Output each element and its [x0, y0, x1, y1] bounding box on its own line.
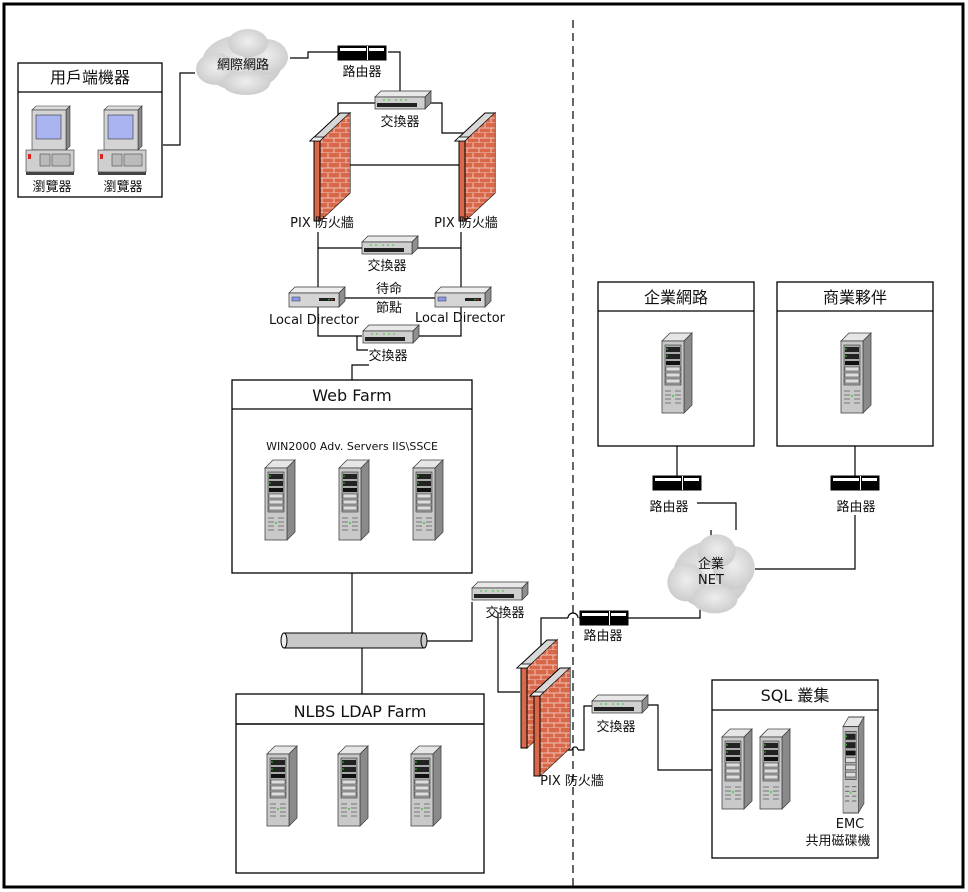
switch-mid-label: 交換器	[367, 258, 406, 274]
server-icon	[661, 332, 693, 414]
director-right-label: Local Director	[415, 311, 506, 326]
client-pc-icon	[25, 105, 75, 176]
sql-cluster-group: SQL 叢集 EMC 共用磁碟機	[711, 679, 879, 859]
router-icon	[337, 45, 387, 61]
server-icon	[264, 459, 296, 541]
switch-icon	[362, 324, 420, 344]
ldap-farm-title: NLBS LDAP Farm	[294, 702, 427, 721]
server-icon	[266, 745, 298, 827]
server-icon	[412, 459, 444, 541]
router-enterprise-label: 路由器	[649, 499, 688, 515]
ldap-farm-group: NLBS LDAP Farm	[235, 693, 485, 874]
server-icon	[840, 332, 872, 414]
server-icon	[721, 728, 753, 810]
web-farm-subtitle: WIN2000 Adv. Servers IIS\SSCE	[266, 440, 438, 453]
network-backbone	[280, 632, 428, 649]
client-pc-icon	[97, 105, 147, 176]
switch-sql-label: 交換器	[596, 719, 635, 735]
server-icon	[759, 728, 791, 810]
emc-storage-icon	[842, 716, 865, 814]
router-icon	[830, 475, 880, 491]
router-partner-label: 路由器	[836, 499, 875, 515]
connections	[163, 51, 856, 771]
server-icon	[337, 745, 369, 827]
client-group-title: 用戶端機器	[50, 68, 130, 87]
standby-label-2: 節點	[376, 301, 402, 316]
switch-icon	[591, 694, 649, 714]
enterprise-network-group: 企業網路	[597, 281, 755, 447]
firewall-left-label: PIX 防火牆	[290, 215, 354, 231]
firewall-inner-label: PIX 防火牆	[540, 773, 604, 789]
web-farm-group: Web Farm WIN2000 Adv. Servers IIS\SSCE	[231, 379, 473, 574]
director-left-label: Local Director	[269, 313, 360, 328]
corp-net-label-2: NET	[698, 573, 724, 588]
browser-label: 瀏覽器	[32, 180, 71, 195]
switch-icon	[361, 235, 419, 255]
partner-title: 商業夥伴	[823, 288, 887, 307]
router-top-label: 路由器	[342, 64, 381, 80]
sql-title: SQL 叢集	[761, 686, 830, 705]
server-icon	[338, 459, 370, 541]
local-director-icon	[434, 286, 492, 308]
corporate-net-cloud: 企業 NET	[667, 534, 755, 614]
internet-cloud: 網際網路	[196, 29, 288, 95]
client-machines-group: 用戶端機器 瀏覽器 瀏覽器	[17, 62, 163, 198]
enterprise-title: 企業網路	[644, 288, 708, 307]
firewall-right-label: PIX 防火牆	[434, 215, 498, 231]
server-icon	[410, 745, 442, 827]
internet-label: 網際網路	[217, 57, 269, 73]
switch-top-label: 交換器	[380, 114, 419, 130]
router-icon	[652, 475, 702, 491]
web-farm-title: Web Farm	[312, 386, 391, 405]
switch-icon	[471, 581, 529, 601]
shared-disk-label: 共用磁碟機	[805, 834, 870, 849]
emc-label: EMC	[836, 817, 865, 832]
switch-backbone-label: 交換器	[485, 605, 524, 621]
business-partner-group: 商業夥伴	[776, 281, 934, 447]
browser-label: 瀏覽器	[103, 180, 142, 195]
corp-net-label-1: 企業	[698, 556, 724, 572]
switch-icon	[374, 90, 432, 110]
local-director-icon	[288, 286, 346, 308]
router-corp-label: 路由器	[583, 628, 622, 644]
standby-label-1: 待命	[376, 281, 402, 297]
router-icon	[579, 610, 629, 626]
switch-lower-label: 交換器	[368, 348, 407, 364]
